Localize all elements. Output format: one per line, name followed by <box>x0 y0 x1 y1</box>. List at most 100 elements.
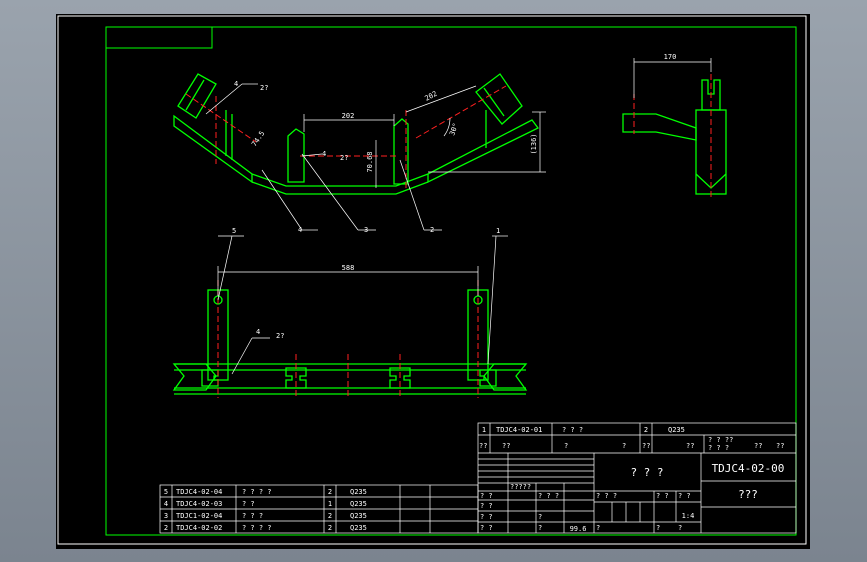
weld-b-num: 4 <box>322 150 326 158</box>
tb-sign-5: ? ? <box>678 492 691 500</box>
dim-side-line <box>405 85 477 113</box>
weight-value: 99.6 <box>570 525 587 533</box>
tb-hdr-3: ? <box>622 442 626 450</box>
right-bracket-inner <box>483 87 505 117</box>
tb-hdr-1: ?? <box>502 442 510 450</box>
drawing-viewport[interactable]: 202 202 74.5 70.68 (136) 30° 4 2? 4 2? 4… <box>56 14 810 549</box>
tb-row1-material: Q235 <box>668 426 685 434</box>
bom-row-5: 5 TDJC4-02-04 ? ? ? ? 2 Q235 <box>164 488 367 496</box>
tb-sign-11: ? <box>656 524 660 532</box>
bom-qty: 2 <box>328 512 332 520</box>
dim-angle-arc <box>443 117 451 137</box>
plan-clamp-4 <box>479 369 497 387</box>
leader-weld-c <box>231 337 253 375</box>
leader-part-3 <box>301 153 359 231</box>
tb-hdr-0: ?? <box>479 442 487 450</box>
bom-row-3: 3 TDJC1-02-04 ? ? ? 2 Q235 <box>164 512 367 520</box>
dim-mid-height: 70.68 <box>366 151 374 172</box>
bom-material: Q235 <box>350 500 367 508</box>
tb-sign-1: ? ? <box>480 502 493 510</box>
plan-centerlines <box>217 280 479 398</box>
leader-part-1 <box>487 235 497 365</box>
tb-sign-9: ? <box>538 524 542 532</box>
mid-bracket-right <box>393 118 409 185</box>
drawing-name: ? ? ? <box>630 466 663 479</box>
bom-index: 5 <box>164 488 168 496</box>
plan-end-left <box>172 363 217 391</box>
front-view <box>173 73 539 195</box>
tb-hdr-7: ?? <box>754 442 762 450</box>
leader-weld-b <box>301 153 323 157</box>
plan-end-right <box>483 363 528 391</box>
tb-sign-4: ? ? <box>656 492 669 500</box>
bom-index: 4 <box>164 500 168 508</box>
dim-left-height: 74.5 <box>250 130 266 148</box>
tb-row1-index: 1 <box>482 426 486 434</box>
bom-code: TDJC1-02-04 <box>176 512 222 520</box>
part-label-5: 5 <box>232 227 236 235</box>
mid-bracket-left <box>287 128 305 183</box>
plan-clamp-1 <box>285 367 307 389</box>
drawing-number: TDJC4-02-00 <box>712 462 785 475</box>
leader-part-5 <box>217 235 233 301</box>
leader-part-4 <box>261 169 303 231</box>
tb-row1-code: TDJC4-02-01 <box>496 426 542 434</box>
weld-a-suffix: 2? <box>260 84 268 92</box>
bom-material: Q235 <box>350 512 367 520</box>
front-dim-text: 202 202 74.5 70.68 (136) 30° 4 2? 4 2? 4… <box>234 80 538 234</box>
dim-overall-height: (136) <box>530 133 538 154</box>
front-dimensions <box>205 83 546 231</box>
bom-code: TDJC4-02-04 <box>176 488 222 496</box>
bom-qty: 1 <box>328 500 332 508</box>
tb-sign-3: ? ? ? <box>596 492 617 500</box>
bom-table: 5 TDJC4-02-04 ? ? ? ? 2 Q235 4 TDJC4-02-… <box>159 484 479 534</box>
tb-sign-6: ? ? <box>480 513 493 521</box>
cl-left-roll <box>185 93 257 143</box>
weld-c-num: 4 <box>256 328 260 336</box>
tb-row1-qty: 2 <box>644 426 648 434</box>
side-dimensions <box>633 58 712 98</box>
company-name: ??? <box>738 488 758 501</box>
part-label-2: 2 <box>430 226 434 234</box>
bom-material: Q235 <box>350 488 367 496</box>
dim-top-span: 202 <box>342 112 355 120</box>
side-centerlines <box>633 74 712 200</box>
base-plate-lower <box>251 181 429 195</box>
plan-dimensions <box>217 235 508 375</box>
inner-frame <box>105 26 797 536</box>
weld-a-num: 4 <box>234 80 238 88</box>
bom-code: TDJC4-02-03 <box>176 500 222 508</box>
dim-angle: 30° <box>448 122 460 137</box>
tb-frame <box>477 422 797 534</box>
leader-part-2 <box>399 159 425 231</box>
bom-name: ? ? ? ? <box>242 488 272 496</box>
scale-value: 1:4 <box>682 512 695 520</box>
tb-row1-name: ? ? ? <box>562 426 583 434</box>
bom-name: ? ? <box>242 500 255 508</box>
dim-base-span: 588 <box>342 264 355 272</box>
tb-sign-2: ? ? ? <box>538 492 559 500</box>
bom-material: Q235 <box>350 524 367 532</box>
corner-box <box>105 26 213 49</box>
leader-weld-a <box>205 83 243 115</box>
bom-name: ? ? ? <box>242 512 263 520</box>
front-centerlines <box>185 85 507 190</box>
weld-c-suffix: 2? <box>276 332 284 340</box>
tb-rev-cell: ????? <box>510 483 531 491</box>
title-block: 1 TDJC4-02-01 ? ? ? 2 Q235 ?? ?? ? ? ?? … <box>477 422 797 534</box>
outer-frame <box>57 15 807 545</box>
part-label-3: 3 <box>364 226 368 234</box>
plan-clamp-2 <box>389 367 411 389</box>
tb-sign-8: ? <box>538 513 542 521</box>
tb-sign-0: ? ? <box>480 492 493 500</box>
right-bracket <box>475 73 523 125</box>
part-label-1: 1 <box>496 227 500 235</box>
tb-hdr-4: ?? <box>642 442 650 450</box>
plan-view <box>172 289 528 395</box>
tb-sign-7: ? ? <box>480 524 493 532</box>
bom-qty: 2 <box>328 488 332 496</box>
part-label-4: 4 <box>298 226 302 234</box>
tb-hdr-2: ? <box>564 442 568 450</box>
engineering-drawing: 202 202 74.5 70.68 (136) 30° 4 2? 4 2? 4… <box>57 15 807 545</box>
